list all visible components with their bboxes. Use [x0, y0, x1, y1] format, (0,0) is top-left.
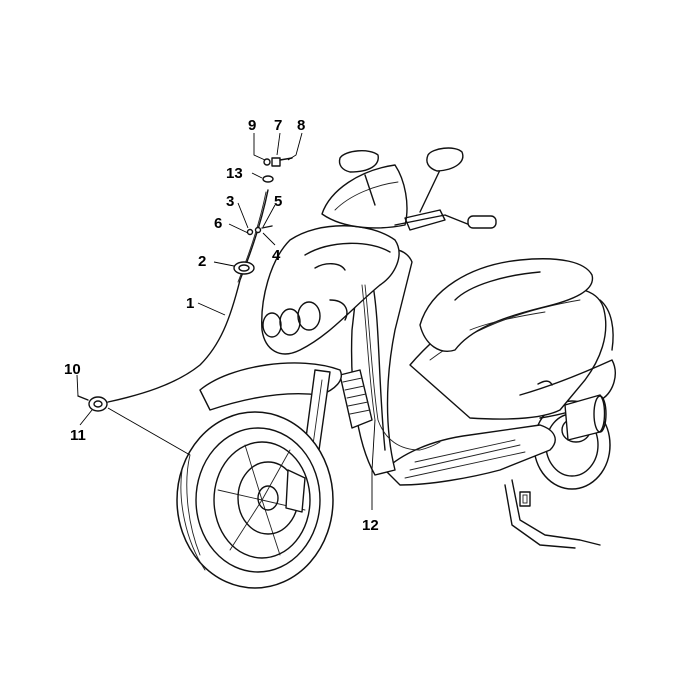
small-parts	[77, 157, 293, 412]
callout-3: 3	[226, 193, 234, 210]
speedometer-cable-1	[107, 189, 269, 403]
callout-9: 9	[248, 117, 256, 134]
callout-11: 11	[70, 427, 86, 444]
floorboard	[384, 424, 556, 486]
callout-2: 2	[198, 253, 206, 270]
handlebars	[338, 147, 497, 231]
seat	[419, 258, 594, 352]
front-wheel	[176, 411, 334, 589]
callout-13: 13	[226, 165, 243, 182]
callout-labels: 9 7 8 13 3 5 6 4 2 1 10 11 12	[64, 117, 379, 534]
windscreen	[321, 164, 408, 229]
callout-6: 6	[214, 215, 222, 232]
scooter-illustration	[77, 147, 616, 589]
cable-12-route	[364, 284, 441, 451]
callout-8: 8	[297, 117, 305, 134]
front-fairing	[261, 225, 400, 355]
front-mudguard	[199, 362, 342, 411]
center-stand	[504, 479, 601, 549]
callout-7: 7	[274, 117, 282, 134]
callout-4: 4	[272, 247, 281, 264]
callout-5: 5	[274, 193, 282, 210]
callout-12: 12	[362, 517, 379, 534]
callout-1: 1	[186, 295, 194, 312]
leader-lines	[76, 132, 376, 510]
callout-10: 10	[64, 361, 81, 378]
